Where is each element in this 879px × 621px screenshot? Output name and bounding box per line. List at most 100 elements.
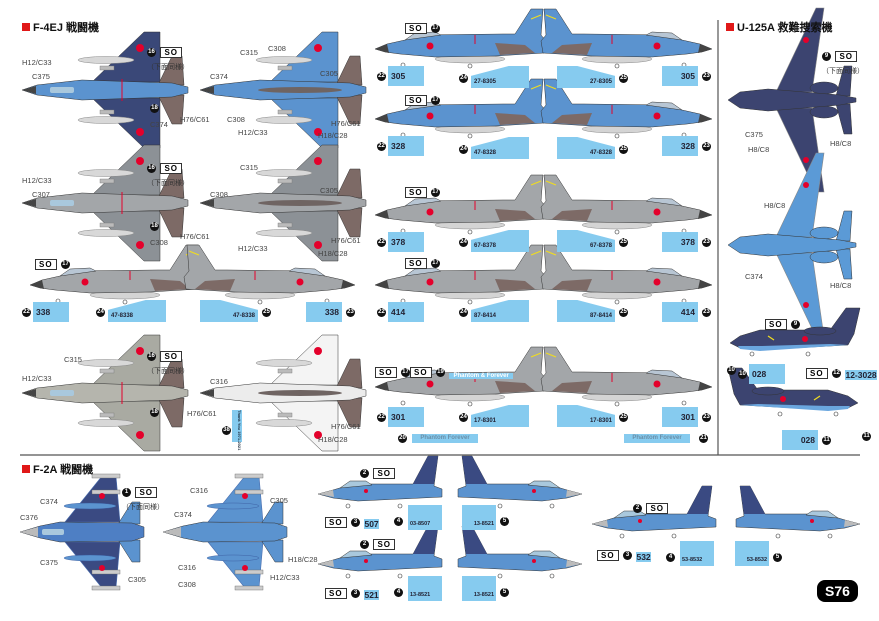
hinomaru-roundel <box>136 431 144 439</box>
decal-number-badge: 11 <box>862 432 871 441</box>
engine-nacelle <box>809 105 839 119</box>
hinomaru-roundel <box>99 565 105 571</box>
color-callout: H12/C33 <box>22 374 52 383</box>
decal-number-badge: 23 <box>346 308 355 317</box>
decal-card: 507 <box>364 519 379 529</box>
so-marker: SO 17 <box>35 256 71 274</box>
exhaust-area <box>495 279 535 291</box>
stabilator <box>260 539 284 563</box>
fin <box>462 526 487 554</box>
u125a-side-view <box>727 367 859 417</box>
aircraft-number-decal: 305 <box>662 66 698 86</box>
canopy <box>404 197 442 207</box>
f4ej-side-view <box>540 346 713 407</box>
so-tail-code: SO <box>373 539 396 551</box>
color-callout: H18/C28 <box>318 131 348 140</box>
missile <box>277 178 293 184</box>
exhaust-area <box>150 279 190 291</box>
external-tank <box>206 554 260 562</box>
so-tail-code: SO <box>160 351 183 363</box>
landing-gear <box>805 351 811 357</box>
hinomaru-roundel <box>532 559 536 563</box>
nose-cone <box>200 86 214 94</box>
missile <box>91 489 121 495</box>
missile <box>99 65 115 71</box>
decal-number-badge: 1 <box>122 488 131 498</box>
decal-number-badge: 3 <box>623 551 633 561</box>
canopy <box>288 267 326 277</box>
hinomaru-roundel <box>136 128 144 136</box>
color-callout: C375 <box>40 558 58 567</box>
decal-number-badge: 25 <box>619 74 628 83</box>
decal-number-badge: 2 <box>360 469 369 479</box>
decal-number-badge: 16 <box>147 164 156 174</box>
f4ej-side-view <box>540 78 713 139</box>
f4ej-side-view <box>374 8 547 69</box>
wing <box>207 541 264 589</box>
so-marker: SO 3 521 <box>325 585 379 603</box>
engine-nacelle <box>809 250 839 264</box>
same-as-underside-note: （下面同様） <box>147 64 189 71</box>
color-callout: C307 <box>32 190 50 199</box>
nose-cone <box>698 44 712 53</box>
decal-number-badge: 2 <box>360 540 369 550</box>
missile <box>277 412 293 418</box>
same-as-underside-note: （下面同様） <box>147 368 189 375</box>
missile <box>234 473 264 479</box>
decal-card: 521 <box>364 590 379 600</box>
canopy <box>645 197 683 207</box>
fin-stripe <box>530 180 542 186</box>
missile <box>277 368 293 374</box>
wing <box>775 152 825 238</box>
so-marker: SO 17 <box>375 364 411 382</box>
so-marker: 2 SO <box>360 536 396 554</box>
tailplane <box>835 248 853 280</box>
drop-tank <box>255 56 313 64</box>
decal-number-badge: 19 <box>436 368 446 378</box>
fin <box>462 456 487 484</box>
hinomaru-roundel <box>314 241 322 249</box>
aircraft-number-decal: 338 <box>306 302 342 322</box>
exhaust-area <box>495 381 535 393</box>
color-callout: H76/C61 <box>331 422 361 431</box>
nose-cone <box>698 280 712 289</box>
so-tail-code: SO <box>325 588 347 600</box>
landing-gear <box>681 400 687 406</box>
yellow-stripe <box>767 335 775 341</box>
decal-number-badge: 24 <box>459 413 468 422</box>
decal-number-badge: 17 <box>431 96 441 106</box>
decal-number-badge: 16 <box>147 352 156 362</box>
red-square-icon <box>22 465 30 473</box>
exhaust-area <box>552 113 592 125</box>
underside-band <box>738 344 848 351</box>
phantom-forever-banner: Phantom Forever <box>624 434 690 443</box>
decal-number-badge: 25 <box>619 238 628 247</box>
color-callout: C308 <box>210 190 228 199</box>
hinomaru-roundel <box>810 519 814 523</box>
landing-gear <box>467 63 473 69</box>
missile <box>277 222 293 228</box>
color-callout: C374 <box>745 272 763 281</box>
centerline-tank <box>258 390 342 396</box>
so-marker: 2 SO <box>360 465 396 483</box>
stabilator <box>335 358 363 389</box>
so-marker: 1 SO（下面同様） <box>122 484 164 512</box>
radome <box>844 520 860 527</box>
nose-cone <box>22 199 36 207</box>
decal-number-badge: 24 <box>459 145 468 154</box>
missile <box>234 585 264 591</box>
landing-gear <box>345 573 351 579</box>
decal-number-badge: 4 <box>394 588 403 597</box>
exhaust-area <box>552 279 592 291</box>
section-title-text: F-4EJ 戦闘機 <box>33 22 100 34</box>
missile <box>99 222 115 228</box>
hinomaru-roundel <box>802 336 808 342</box>
radome <box>318 560 334 567</box>
so-tail-code: SO <box>597 550 619 562</box>
f4ej-side-view <box>540 244 713 305</box>
f2-fin-decal-card: 03-8507 <box>408 505 442 530</box>
wing <box>207 475 264 523</box>
landing-gear <box>257 299 263 305</box>
f2a-side-view <box>457 525 583 579</box>
color-callout: H12/C33 <box>238 128 268 137</box>
